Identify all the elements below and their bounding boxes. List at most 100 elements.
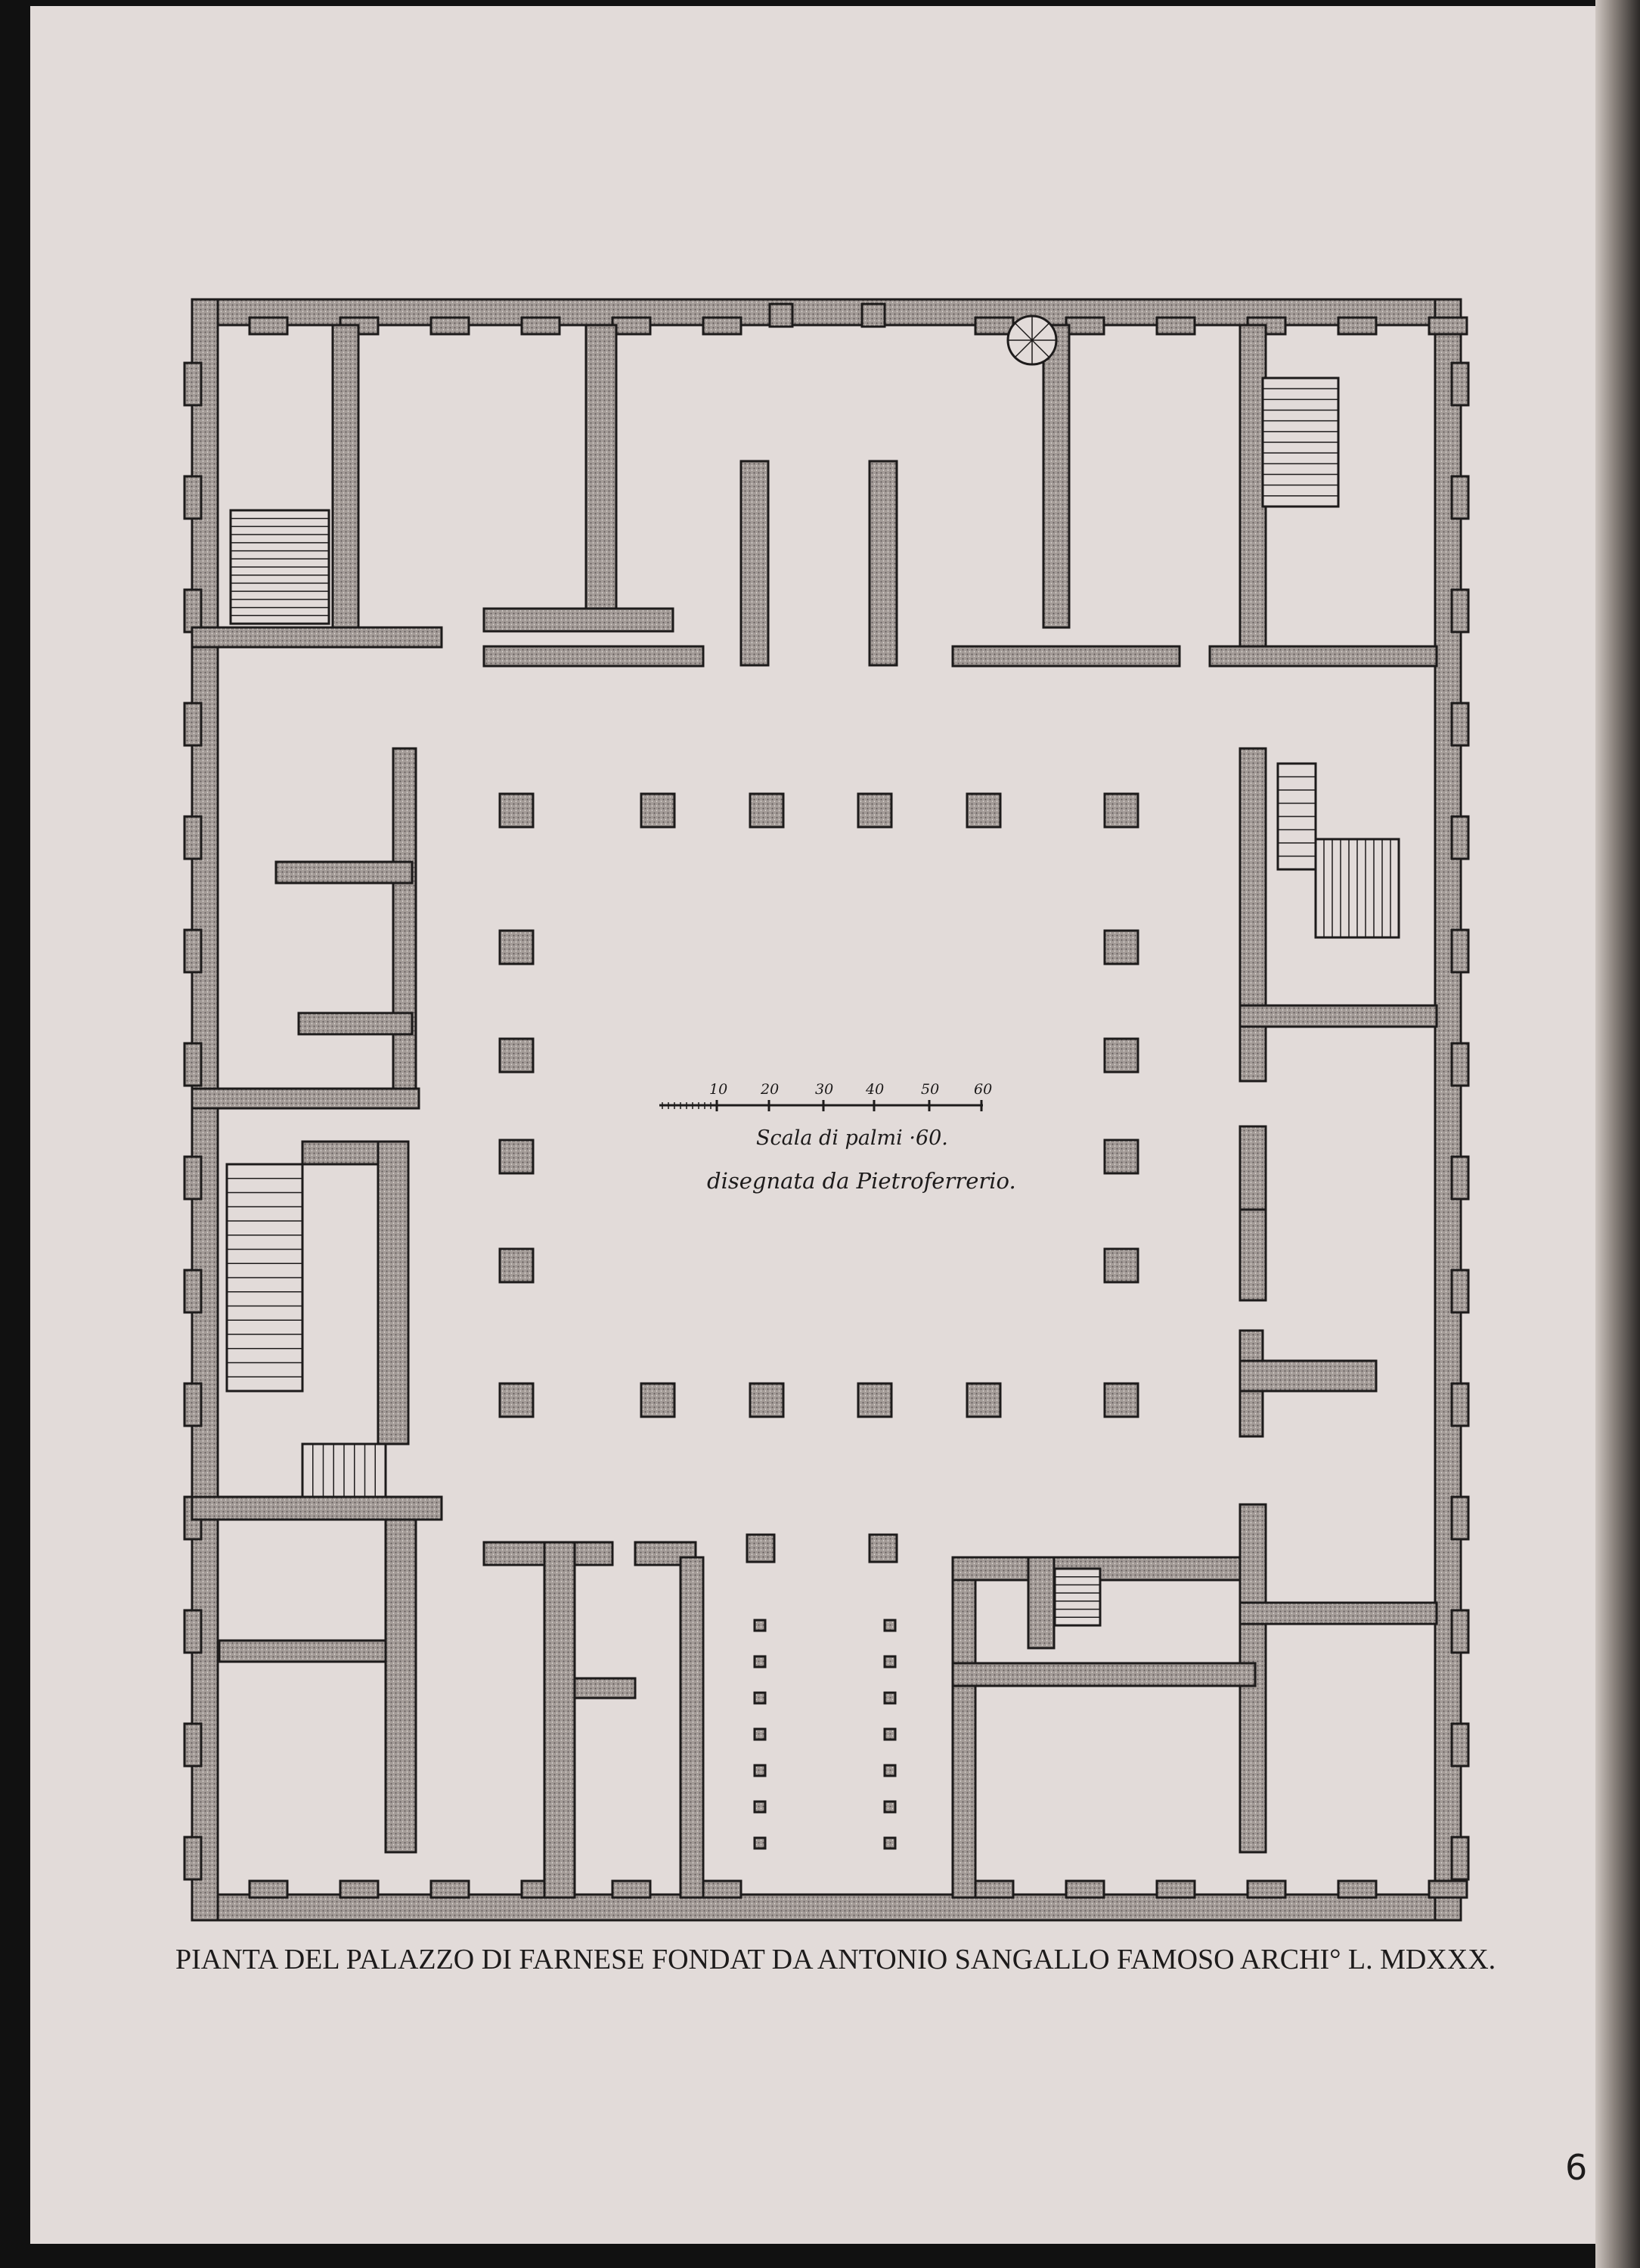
courtyard-pier xyxy=(498,1382,535,1418)
wall-pilaster xyxy=(974,1879,1015,1899)
courtyard-pier xyxy=(498,1139,535,1175)
courtyard-pier xyxy=(640,1382,676,1418)
interior-wall xyxy=(191,1087,420,1110)
wall-pilaster xyxy=(1450,928,1470,974)
wall-pilaster xyxy=(1337,316,1378,336)
vestibule-column xyxy=(883,1764,897,1777)
spiral-step xyxy=(1014,322,1033,341)
scale-caption: Scala di palmi ·60. xyxy=(756,1126,948,1150)
vestibule-column xyxy=(753,1727,767,1741)
courtyard-pier xyxy=(640,792,676,829)
interior-wall xyxy=(1239,1125,1267,1219)
courtyard-pier xyxy=(498,792,535,829)
wall-pilaster xyxy=(1065,316,1105,336)
wall-pilaster xyxy=(1337,1879,1378,1899)
interior-wall xyxy=(573,1677,637,1699)
wall-pilaster xyxy=(1450,361,1470,407)
vestibule-pier xyxy=(860,302,886,328)
wall-pilaster xyxy=(339,1879,380,1899)
interior-wall xyxy=(482,607,674,633)
interior-wall xyxy=(377,1140,410,1445)
wall-pilaster xyxy=(1450,475,1470,520)
scale-tick-label: 30 xyxy=(815,1081,834,1098)
courtyard-pier xyxy=(1103,929,1139,965)
wall-pilaster xyxy=(1450,1836,1470,1881)
interior-wall xyxy=(1239,1208,1267,1302)
interior-wall xyxy=(482,645,705,668)
wall-pilaster xyxy=(1450,1155,1470,1201)
vestibule-pier xyxy=(768,302,794,328)
page-edge xyxy=(1595,0,1640,2268)
vestibule-column xyxy=(883,1836,897,1850)
wall-pilaster xyxy=(1450,1269,1470,1314)
vestibule-pier xyxy=(868,1533,898,1563)
vestibule-column xyxy=(883,1655,897,1668)
interior-wall xyxy=(1239,1359,1378,1393)
wall-pilaster xyxy=(248,316,289,336)
vestibule-pier xyxy=(746,1533,776,1563)
wall-pilaster xyxy=(248,1879,289,1899)
staircases-group xyxy=(225,314,1400,1627)
wall-pilaster xyxy=(183,1836,203,1881)
wall-pilaster xyxy=(183,928,203,974)
wall-pilaster xyxy=(1450,702,1470,747)
courtyard-pier xyxy=(1103,1139,1139,1175)
wall-pilaster xyxy=(183,1042,203,1087)
interior-wall xyxy=(543,1541,576,1899)
vestibule-column xyxy=(753,1764,767,1777)
wall-pilaster xyxy=(702,1879,742,1899)
courtyard-pier xyxy=(857,792,893,829)
scale-bar xyxy=(659,1100,983,1111)
vestibule-column xyxy=(753,1619,767,1632)
wall-pilaster xyxy=(429,316,470,336)
wall-pilaster xyxy=(1450,1495,1470,1541)
courtyard-pier xyxy=(498,929,535,965)
wall-pilaster xyxy=(183,815,203,860)
outer-wall-east xyxy=(1434,298,1462,1922)
interior-wall xyxy=(584,324,618,614)
courtyard-pier xyxy=(966,792,1002,829)
interior-wall xyxy=(1208,645,1438,668)
wall-pilaster xyxy=(974,316,1015,336)
wall-pilaster xyxy=(1428,316,1468,336)
courtyard-pier xyxy=(966,1382,1002,1418)
scale-tick-label: 60 xyxy=(974,1081,993,1098)
wall-pilaster xyxy=(1450,1722,1470,1768)
wall-pilaster xyxy=(183,588,203,634)
interior-wall xyxy=(297,1012,414,1036)
wall-pilaster xyxy=(429,1879,470,1899)
wall-pilaster xyxy=(1155,1879,1196,1899)
vestibule-column xyxy=(883,1691,897,1705)
vestibule-column xyxy=(883,1800,897,1814)
courtyard-pier xyxy=(1103,792,1139,829)
courtyard-pier xyxy=(498,1037,535,1074)
interior-wall xyxy=(1239,1601,1438,1625)
outer-wall-west xyxy=(191,298,219,1922)
courtyard-pier xyxy=(1103,1382,1139,1418)
staircase xyxy=(1053,1567,1102,1627)
interior-wall xyxy=(1239,1004,1438,1028)
scale-tick-label: 20 xyxy=(761,1081,780,1098)
interior-wall xyxy=(191,626,443,649)
courtyard-pier xyxy=(857,1382,893,1418)
courtyard-pier xyxy=(1103,1247,1139,1284)
wall-pilaster xyxy=(702,316,742,336)
wall-pilaster xyxy=(1450,1382,1470,1427)
plate-title: PIANTA DEL PALAZZO DI FARNESE FONDAT DA … xyxy=(175,1944,1496,1975)
interior-wall xyxy=(218,1639,387,1663)
interior-wall xyxy=(392,747,417,1098)
interior-wall xyxy=(951,1556,977,1899)
page-number: 6 xyxy=(1565,2147,1588,2188)
walls-group xyxy=(183,298,1470,1922)
wall-pilaster xyxy=(183,1382,203,1427)
interior-wall xyxy=(384,1518,417,1854)
vestibule-column xyxy=(753,1655,767,1668)
wall-pilaster xyxy=(520,316,561,336)
interior-wall xyxy=(868,460,898,667)
wall-pilaster xyxy=(1450,1609,1470,1654)
vestibule-column xyxy=(753,1836,767,1850)
wall-pilaster xyxy=(1450,588,1470,634)
interior-wall xyxy=(951,645,1181,668)
wall-pilaster xyxy=(183,1155,203,1201)
